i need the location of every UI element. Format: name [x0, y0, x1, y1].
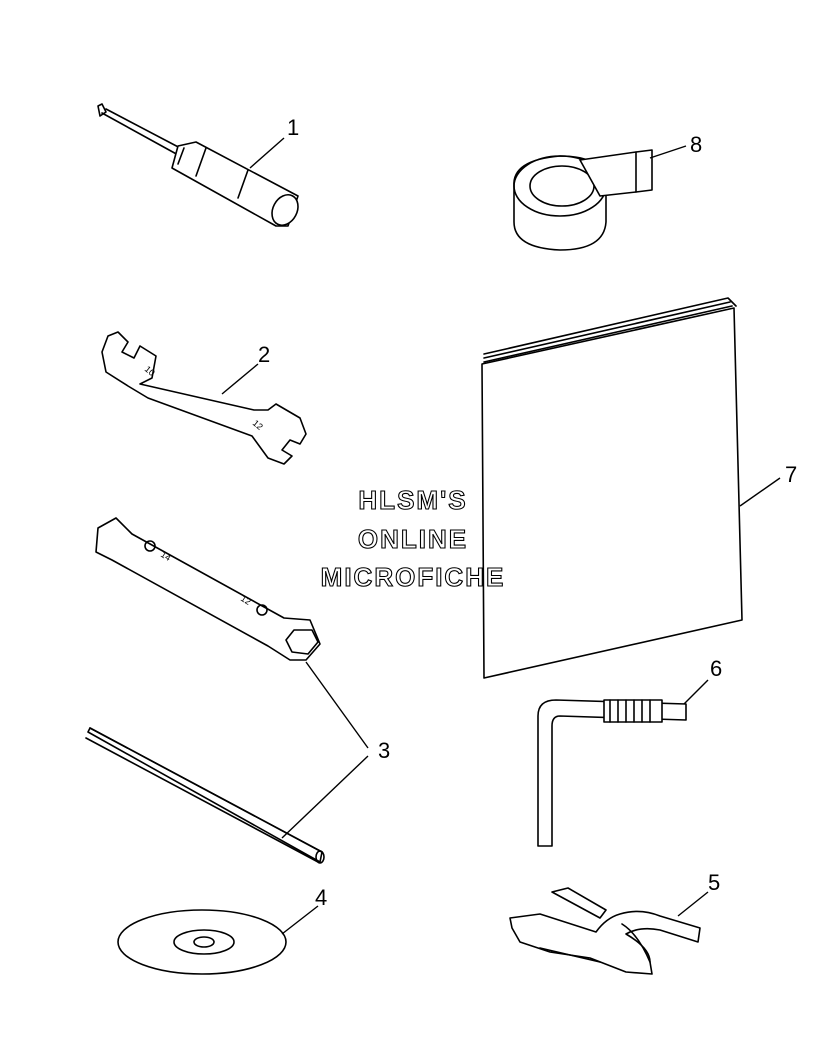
leader-7: [739, 477, 781, 507]
leader-3b: [281, 755, 369, 839]
callout-6: 6: [710, 656, 722, 681]
callout-3: 3: [378, 738, 390, 763]
part-7-manual: [481, 297, 743, 679]
part-6-hex-key: [537, 699, 687, 847]
callout-5: 5: [708, 870, 720, 895]
part-8-strap: [513, 149, 653, 251]
leader-2: [221, 363, 259, 395]
part-4-disc: [117, 909, 287, 975]
leader-6: [683, 679, 709, 705]
leader-8: [649, 145, 687, 159]
callout-1: 1: [287, 115, 299, 140]
leader-5: [677, 891, 709, 917]
watermark-line-1: HLSM'S: [358, 485, 467, 515]
callout-7: 7: [785, 462, 797, 487]
leader-4: [281, 905, 319, 935]
part-2-wrench: 10 12: [101, 331, 307, 465]
part-3-tommy-bar: [85, 727, 325, 864]
box-wrench-marking-14: 14: [159, 549, 173, 563]
watermark-line-3: MICROFICHE: [321, 562, 506, 592]
part-1-screwdriver: [97, 103, 299, 227]
part-3-box-wrench: 14 12: [95, 517, 321, 661]
wrench-marking-12: 12: [251, 418, 265, 432]
callout-4: 4: [315, 885, 327, 910]
watermark-line-2: ONLINE: [358, 524, 468, 554]
box-wrench-marking-12: 12: [239, 593, 253, 607]
part-5-spanner: [509, 887, 701, 975]
leader-1: [249, 137, 285, 169]
callout-2: 2: [258, 342, 270, 367]
wrench-marking-10: 10: [143, 364, 157, 378]
callout-8: 8: [690, 132, 702, 157]
leader-3a: [305, 661, 369, 749]
